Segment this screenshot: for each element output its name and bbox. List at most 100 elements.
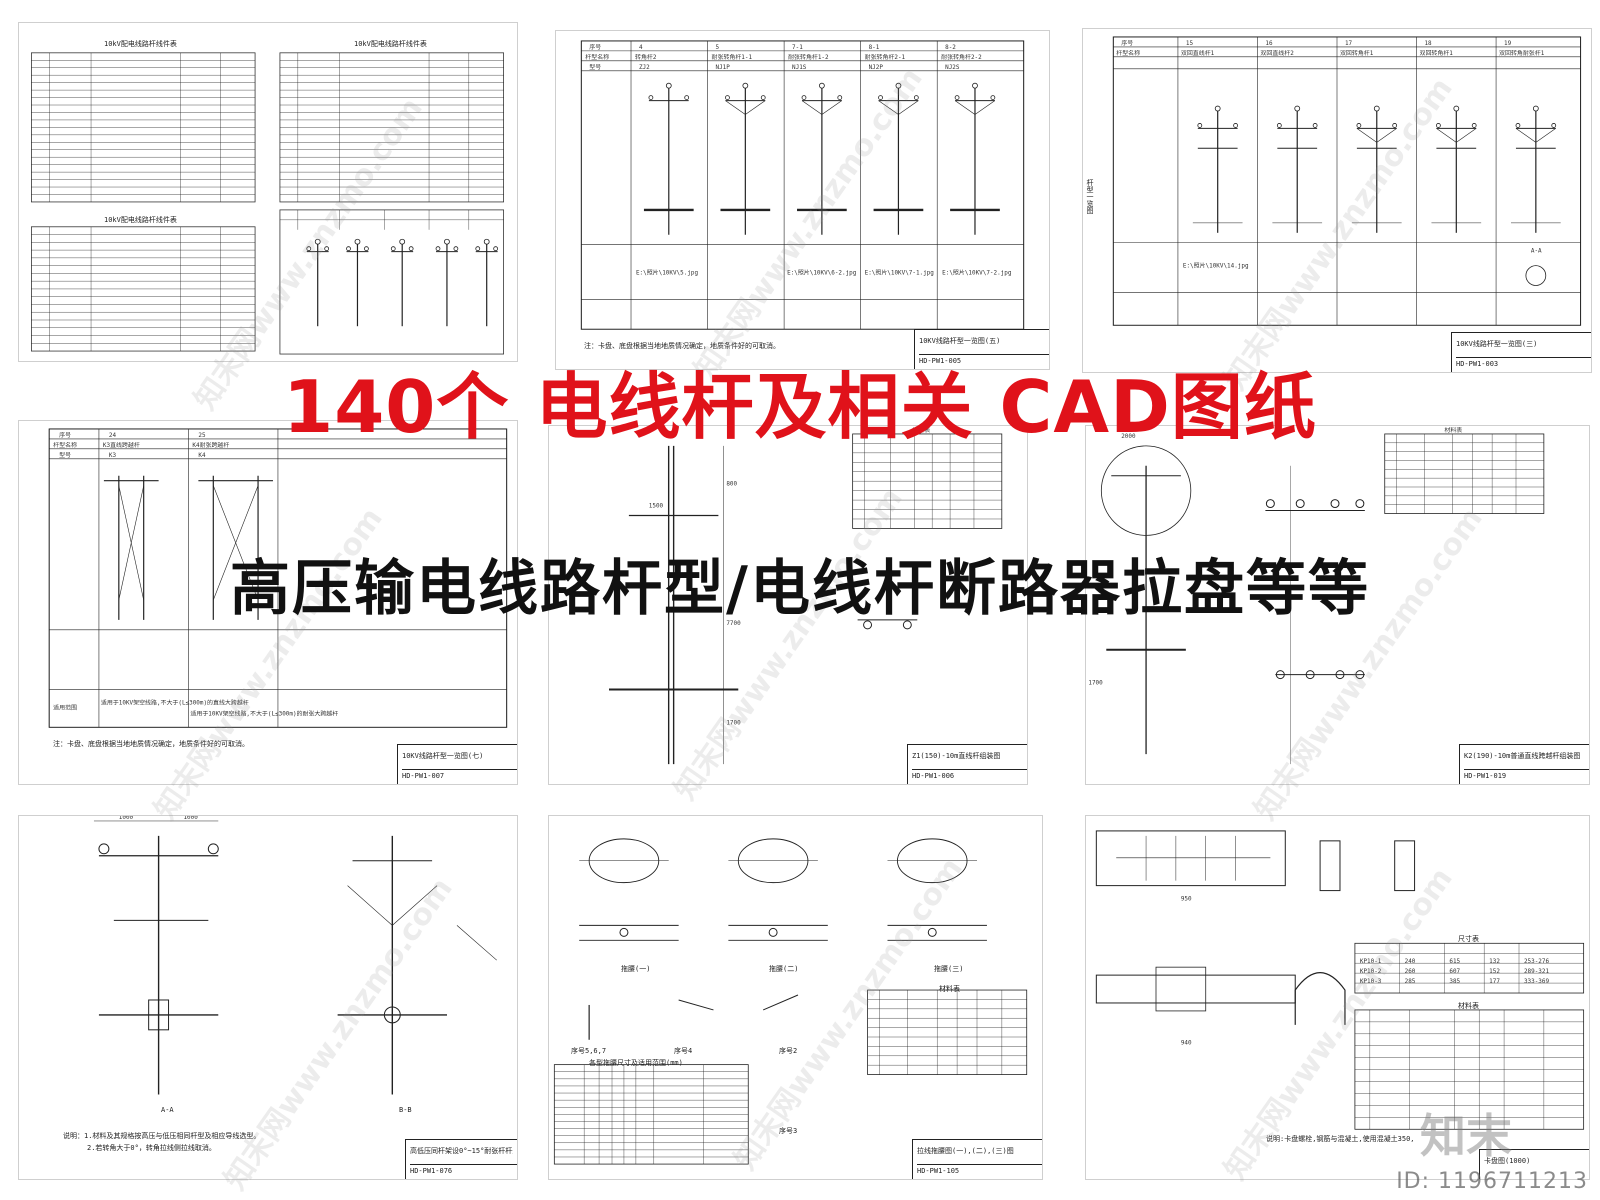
cad-sheet-line-parts-tables: 10kV配电线路杆线件表 10kV配电线路杆线件表 10kV配电线路杆线件表 <box>18 22 518 362</box>
chuck-title-block: 卡盘图(1000) <box>1479 1149 1589 1179</box>
pole-types-7-code: HD-PW1-007 <box>402 769 517 780</box>
insulator <box>648 95 654 100</box>
size-table <box>1354 942 1585 994</box>
dim-text: 940 <box>1181 1040 1192 1047</box>
chuck-plan <box>1095 830 1286 887</box>
brand-logo: 知末 <box>1420 1109 1512 1163</box>
size-cell: 333-369 <box>1524 978 1550 985</box>
name-cell: 转角杆2 <box>635 53 657 61</box>
pole-head-title: 高低压同杆架设0°~15°耐张杆杆头图 <box>410 1147 513 1155</box>
pole-types-7-title: 10KV线路杆型一览图(七) <box>402 752 484 760</box>
dim-text: 2000 <box>1121 433 1136 440</box>
brace <box>1456 128 1477 143</box>
dim-text: 1700 <box>1088 680 1103 687</box>
bolt <box>902 620 912 630</box>
insulator <box>913 95 919 100</box>
guy <box>392 885 438 926</box>
dim-text: 1500 <box>649 503 664 510</box>
header-cell: 25 <box>198 432 206 439</box>
z1-title-block: Z1(150)-10m直线杆组装图 HD-PW1-006 <box>907 744 1027 784</box>
photo-ref: E:\照片\10KV\6-2.jpg <box>787 269 857 277</box>
insulator <box>324 246 330 252</box>
name-cell: 杆型名称 <box>585 53 609 61</box>
clamp-material-title: 材料表 <box>939 985 960 993</box>
brace <box>898 100 919 115</box>
z1-code: HD-PW1-006 <box>912 769 1027 780</box>
insulator <box>725 95 730 100</box>
insulator <box>954 95 960 100</box>
k2-title-block: K2(190)-10m普通直线跨越杆组装图 HD-PW1-019 <box>1459 744 1589 784</box>
size-cell: 289-321 <box>1524 968 1550 975</box>
seq-label-4: 序号3 <box>779 1127 798 1135</box>
insulator <box>98 843 110 855</box>
insulator <box>483 238 490 245</box>
brace <box>1356 128 1377 143</box>
insulator <box>1214 105 1221 112</box>
guy <box>347 885 393 926</box>
photo-ref: E:\照片\10KV\14.jpg <box>1183 262 1249 270</box>
insulator <box>453 246 459 252</box>
part-detail <box>678 999 714 1011</box>
guy-clamps-title-block: 拉线拖腰图(一),(二),(三)图 HD-PW1-105 <box>912 1139 1042 1179</box>
insulator <box>1392 123 1398 128</box>
insulator <box>1373 105 1380 112</box>
brace <box>1515 128 1537 143</box>
guy-clamps-drawing <box>553 838 1028 1165</box>
header-cell: 15 <box>1186 40 1194 47</box>
header-cell: 18 <box>1424 40 1432 47</box>
guy-clamps-title: 拉线拖腰图(一),(二),(三)图 <box>917 1147 1014 1155</box>
name-cell: 耐张转角杆1-1 <box>712 53 753 61</box>
name-cell: 双回转角耐张杆1 <box>1499 49 1545 57</box>
header-cell: 8-1 <box>869 44 880 51</box>
insulator <box>399 238 406 245</box>
table-a <box>31 52 256 203</box>
brace <box>974 100 996 115</box>
pole-types-5-title-block: 10KV线路杆型一览图(五) HD-PW1-005 <box>914 329 1049 369</box>
bolt-hole <box>768 927 778 937</box>
insulator <box>878 95 883 100</box>
name-cell: 杆型名称 <box>53 441 77 449</box>
clamp-caption-2: 拖腰(二) <box>769 965 799 973</box>
brace <box>801 100 823 115</box>
pole-types-3-title: 10KV线路杆型一览图(三) <box>1456 340 1538 348</box>
header-cell: 7-1 <box>792 44 803 51</box>
k2-title: K2(190)-10m普通直线跨越杆组装图 <box>1464 752 1581 760</box>
dim-text: 7700 <box>726 620 741 627</box>
insulator <box>1330 499 1340 509</box>
section-detail <box>1394 840 1416 892</box>
section-label: A-A <box>1531 248 1542 255</box>
header-cell: 17 <box>1345 40 1353 47</box>
promo-subheadline: 高压输电线路杆型/电线杆断路器拉盘等等 <box>230 554 1370 624</box>
pole-head-code: HD-PW1-076 <box>410 1164 517 1175</box>
seq-label-1: 序号5,6,7 <box>571 1047 607 1055</box>
pole-types-5-title: 10KV线路杆型一览图(五) <box>919 337 1001 345</box>
name-cell: 双回直线杆2 <box>1260 49 1294 57</box>
insulator <box>1305 670 1315 680</box>
pole-types-5-note: 注：卡盘、底盘根据当地地质情况确定，地质条件好的可取消。 <box>584 342 780 350</box>
size-cell: KP10-3 <box>1360 978 1382 985</box>
table-title: 材料表 <box>912 426 930 434</box>
dim-text: 800 <box>726 481 737 488</box>
k2-code: HD-PW1-019 <box>1464 769 1589 780</box>
material-table <box>1384 433 1545 514</box>
size-cell: KP10-2 <box>1360 968 1382 975</box>
name-cell: 双回直线杆1 <box>1181 49 1215 57</box>
x-brace <box>118 485 144 601</box>
insulator <box>1294 105 1301 112</box>
insulator <box>990 95 996 100</box>
dim-text: 950 <box>1181 896 1192 903</box>
z1-title: Z1(150)-10m直线杆组装图 <box>912 752 1001 760</box>
header-cell: 24 <box>109 432 117 439</box>
table-a-title: 10kV配电线路杆线件表 <box>104 40 177 48</box>
table-c <box>31 226 256 352</box>
